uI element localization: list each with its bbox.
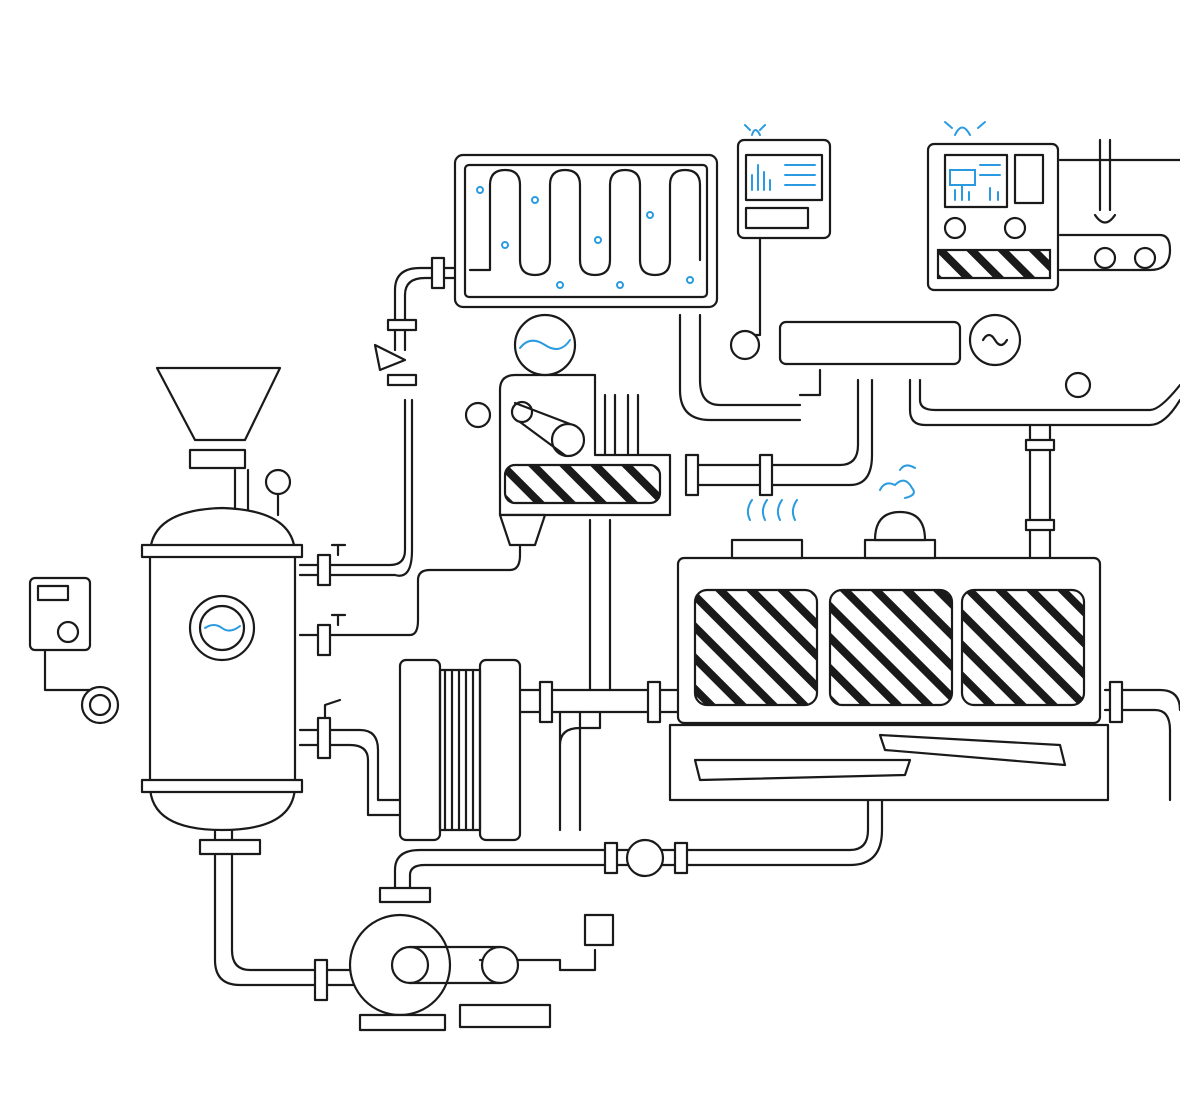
flanges [188,256,1124,1002]
main-vessel [140,366,304,832]
control-station [729,121,1180,399]
hopper [155,366,282,442]
mixer-unit [464,313,672,547]
oven-unit [668,464,1110,802]
terminal [736,124,832,240]
control-box [28,576,120,725]
pressure-gauge-icon [264,468,292,496]
plate-heat-exchanger [398,658,522,842]
pump [348,886,615,1032]
coil-tank [453,153,719,309]
